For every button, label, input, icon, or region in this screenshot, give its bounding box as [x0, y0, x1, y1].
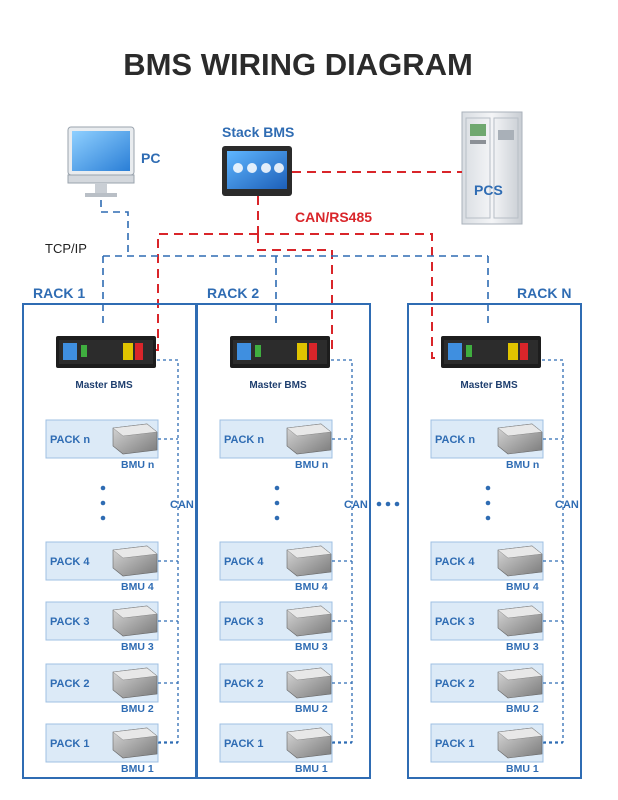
pack-label: PACK 1 [50, 738, 90, 750]
bmu-label: BMU 2 [121, 703, 154, 715]
battery-pack-icon [112, 545, 158, 577]
bmu-label: BMU 3 [295, 641, 328, 653]
pack-label: PACK 2 [224, 678, 264, 690]
master-bms-device-icon [441, 336, 541, 368]
pack-label: PACK 4 [224, 556, 264, 568]
pack-item: PACK 1 BMU 1 [219, 723, 352, 775]
bmu-label: BMU 3 [121, 641, 154, 653]
pc-label: PC [141, 150, 160, 166]
pack-item: PACK 3 BMU 3 [219, 601, 352, 653]
battery-pack-icon [497, 667, 543, 699]
pack-label: PACK 2 [435, 678, 475, 690]
rack-2: RACK 2 [196, 285, 371, 779]
bmu-label: BMU 2 [506, 703, 539, 715]
battery-pack-icon [286, 727, 332, 759]
bmu-label: BMU n [506, 459, 539, 471]
bmu-label: BMU 4 [121, 581, 154, 593]
bmu-label: BMU n [295, 459, 328, 471]
pack-item: PACK 3 BMU 3 [45, 601, 178, 653]
pack-label: PACK 3 [435, 616, 475, 628]
bmu-label: BMU 4 [295, 581, 328, 593]
bmu-label: BMU 3 [506, 641, 539, 653]
pack-item: PACK 4 BMU 4 [45, 541, 178, 593]
stack-bms-icon [222, 146, 292, 196]
can-label: CAN [555, 499, 579, 511]
pack-item: PACK 3 BMU 3 [430, 601, 563, 653]
bmu-label: BMU 1 [506, 763, 539, 775]
pack-label: PACK n [50, 434, 90, 446]
pack-label: PACK 1 [435, 738, 475, 750]
pcs-cabinet-icon [461, 111, 523, 225]
rack-2-label: RACK 2 [207, 285, 259, 301]
stack-bms-label: Stack BMS [222, 124, 294, 140]
tcp-ip-label: TCP/IP [45, 241, 87, 256]
can-bus-line [157, 359, 179, 743]
battery-pack-icon [497, 605, 543, 637]
pcs-label: PCS [474, 182, 503, 198]
bmu-label: BMU 1 [295, 763, 328, 775]
pack-item: PACK n BMU n [219, 419, 352, 471]
more-packs-ellipsis-icon [274, 485, 280, 521]
bmu-label: BMU n [121, 459, 154, 471]
battery-pack-icon [112, 605, 158, 637]
can-label: CAN [170, 499, 194, 511]
battery-pack-icon [497, 727, 543, 759]
master-bms-label: Master BMS [75, 380, 133, 391]
pack-item: PACK n BMU n [45, 419, 178, 471]
master-bms-label: Master BMS [249, 380, 307, 391]
bmu-label: BMU 4 [506, 581, 539, 593]
pack-label: PACK 2 [50, 678, 90, 690]
more-packs-ellipsis-icon [485, 485, 491, 521]
pack-item: PACK 4 BMU 4 [430, 541, 563, 593]
can-label: CAN [344, 499, 368, 511]
pack-item: PACK 2 BMU 2 [45, 663, 178, 715]
pack-item: PACK n BMU n [430, 419, 563, 471]
pack-label: PACK 1 [224, 738, 264, 750]
pack-label: PACK n [435, 434, 475, 446]
battery-pack-icon [286, 667, 332, 699]
pack-label: PACK 4 [50, 556, 90, 568]
more-racks-ellipsis-icon [376, 501, 400, 507]
bmu-label: BMU 1 [121, 763, 154, 775]
pack-label: PACK 4 [435, 556, 475, 568]
more-packs-ellipsis-icon [100, 485, 106, 521]
rack-1-label: RACK 1 [33, 285, 85, 301]
pack-item: PACK 2 BMU 2 [430, 663, 563, 715]
can-rs485-label: CAN/RS485 [295, 209, 372, 225]
battery-pack-icon [286, 605, 332, 637]
can-bus-line [542, 359, 564, 743]
pack-label: PACK n [224, 434, 264, 446]
battery-pack-icon [497, 545, 543, 577]
rack-n-label: RACK N [517, 285, 571, 301]
bmu-label: BMU 2 [295, 703, 328, 715]
pack-label: PACK 3 [224, 616, 264, 628]
battery-pack-icon [286, 545, 332, 577]
battery-pack-icon [112, 423, 158, 455]
battery-pack-icon [112, 667, 158, 699]
diagram-title: BMS WIRING DIAGRAM [123, 47, 473, 82]
master-bms-device-icon [230, 336, 330, 368]
pack-item: PACK 1 BMU 1 [45, 723, 178, 775]
pc-icon [67, 126, 135, 197]
battery-pack-icon [286, 423, 332, 455]
pack-item: PACK 4 BMU 4 [219, 541, 352, 593]
battery-pack-icon [112, 727, 158, 759]
can-bus-line [331, 359, 353, 743]
master-bms-device-icon [56, 336, 156, 368]
master-bms-label: Master BMS [460, 380, 518, 391]
pack-item: PACK 1 BMU 1 [430, 723, 563, 775]
tcp-ip-network [100, 200, 489, 326]
battery-pack-icon [497, 423, 543, 455]
rack-n: RACK N [407, 285, 582, 779]
pack-label: PACK 3 [50, 616, 90, 628]
pack-item: PACK 2 BMU 2 [219, 663, 352, 715]
